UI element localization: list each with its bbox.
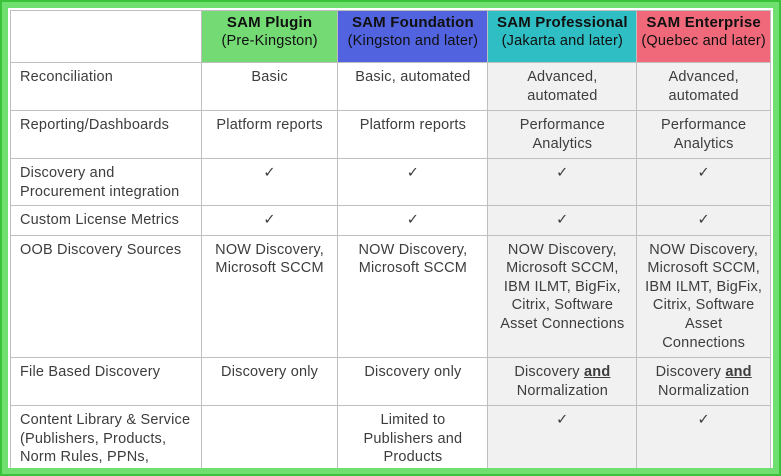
- header-row: SAM Plugin (Pre-Kingston) SAM Foundation (K…: [10, 10, 771, 63]
- table-inner-panel: SAM Plugin (Pre-Kingston) SAM Foundation (K…: [8, 8, 773, 468]
- cell: Discovery only: [200, 357, 339, 407]
- row-label: Discovery and Procurement integration: [10, 158, 202, 207]
- cell: Discovery and Normalization: [636, 357, 771, 407]
- column-subtitle: (Quebec and later): [641, 33, 766, 50]
- cell: NOW Discovery, Microsoft SCCM, IBM ILMT,…: [487, 234, 638, 359]
- row-label: Content Library & Service (Publishers, P…: [10, 405, 202, 468]
- cell: NOW Discovery, Microsoft SCCM, IBM ILMT,…: [636, 234, 771, 359]
- cell: ✓: [636, 158, 771, 207]
- column-subtitle: (Jakarta and later): [501, 33, 624, 50]
- cell: Performance Analytics: [487, 110, 638, 160]
- cell: NOW Discovery, Microsoft SCCM: [200, 234, 339, 359]
- cell: Basic, automated: [337, 61, 489, 112]
- column-title: SAM Foundation: [351, 14, 474, 31]
- cell: [200, 405, 339, 468]
- cell: ✓: [487, 405, 638, 468]
- corner-cell: [10, 10, 202, 63]
- cell: ✓: [200, 158, 339, 207]
- cell: Limited to Publishers and Products: [337, 405, 489, 468]
- cell: Advanced, automated: [487, 61, 638, 112]
- row-label: Reporting/Dashboards: [10, 110, 202, 160]
- column-title: SAM Plugin: [226, 14, 313, 31]
- table-row: Content Library & Service (Publishers, P…: [10, 405, 771, 468]
- row-label: Reconciliation: [10, 61, 202, 112]
- column-subtitle: (Pre-Kingston): [221, 33, 318, 50]
- table-row: Discovery and Procurement integration✓✓✓…: [10, 158, 771, 207]
- cell-text-part: Normalization: [516, 382, 608, 399]
- column-header-4: SAM Enterprise (Quebec and later): [636, 10, 771, 63]
- sam-comparison-table: SAM Plugin (Pre-Kingston) SAM Foundation (K…: [10, 10, 771, 468]
- cell-text-part: Discovery: [514, 364, 584, 381]
- cell-text-part: Discovery: [655, 364, 726, 381]
- row-label: OOB Discovery Sources: [10, 234, 202, 359]
- cell: ✓: [337, 158, 489, 207]
- cell-text-part: and: [584, 364, 611, 381]
- cell: Discovery only: [337, 357, 489, 407]
- cell: ✓: [337, 205, 489, 236]
- cell: ✓: [200, 205, 339, 236]
- cell: Advanced, automated: [636, 61, 771, 112]
- cell: Platform reports: [200, 110, 339, 160]
- row-label: Custom License Metrics: [10, 205, 202, 236]
- column-title: SAM Professional: [496, 14, 628, 31]
- cell: ✓: [487, 205, 638, 236]
- cell: Discovery and Normalization: [487, 357, 638, 407]
- column-header-2: SAM Foundation (Kingston and later): [337, 10, 489, 63]
- cell: ✓: [636, 405, 771, 468]
- cell: ✓: [487, 158, 638, 207]
- column-subtitle: (Kingston and later): [347, 33, 479, 50]
- cell: Performance Analytics: [636, 110, 771, 160]
- cell: Basic: [200, 61, 339, 112]
- cell-text-part: and: [725, 364, 752, 381]
- table-row: Custom License Metrics✓✓✓✓: [10, 205, 771, 236]
- cell: ✓: [636, 205, 771, 236]
- cell: NOW Discovery, Microsoft SCCM: [337, 234, 489, 359]
- cell: Platform reports: [337, 110, 489, 160]
- cell-text-part: Normalization: [658, 382, 750, 399]
- column-header-1: SAM Plugin (Pre-Kingston): [200, 10, 339, 63]
- column-title: SAM Enterprise: [646, 14, 761, 31]
- row-label: File Based Discovery: [10, 357, 202, 407]
- column-header-3: SAM Professional (Jakarta and later): [487, 10, 638, 63]
